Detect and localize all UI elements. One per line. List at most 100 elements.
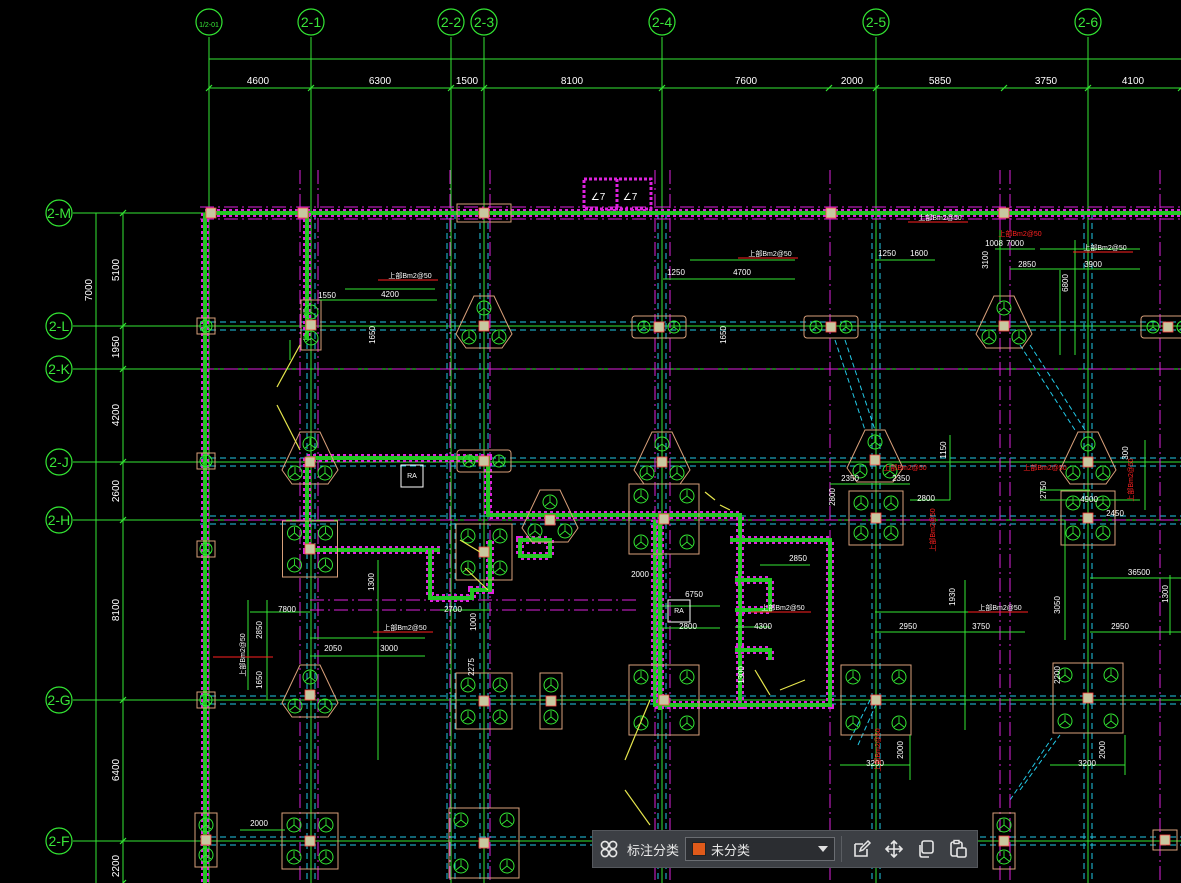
leader-line	[704, 491, 716, 501]
pile	[996, 849, 1012, 865]
axis-bubble	[45, 506, 73, 534]
category-select[interactable]: 未分类	[685, 837, 836, 861]
column-square	[304, 689, 316, 701]
left-dimension-text: 1950	[111, 335, 122, 358]
pile	[1011, 329, 1027, 345]
pile-cap-rect	[1140, 315, 1181, 339]
pile-mark	[200, 455, 212, 466]
pile-mark	[893, 671, 905, 682]
pile-cap-triangle	[521, 489, 579, 543]
copy-icon[interactable]	[910, 831, 942, 867]
pile-cap-square	[1060, 490, 1116, 546]
pile-cap-layer	[194, 203, 1181, 879]
inner-dimension-text: 3000	[380, 644, 398, 653]
pile-cap-triangle	[846, 429, 904, 483]
pile-mark	[998, 819, 1010, 830]
paste-icon[interactable]	[942, 831, 974, 867]
axis-bubble	[437, 8, 465, 36]
axis-label-2-M: 2-M	[47, 205, 71, 221]
inner-dimension-text: 2350	[841, 474, 859, 483]
red-annotation-text: 上部Bm2@50	[1023, 463, 1066, 472]
pile	[996, 300, 1012, 316]
edit-note-icon[interactable]	[846, 831, 878, 867]
dimension-tick	[119, 209, 127, 217]
beam-note-text: 上部Bm2@50	[383, 623, 426, 632]
axis-bubble	[45, 827, 73, 855]
dimension-tick	[119, 322, 127, 330]
pile	[542, 494, 558, 510]
wall-segment	[735, 648, 772, 660]
pile-mark	[893, 717, 905, 728]
pile-mark	[885, 527, 897, 538]
pile-mark	[494, 711, 506, 722]
pile-mark	[304, 671, 316, 682]
leader-line	[754, 669, 771, 696]
wall-segment	[735, 578, 772, 612]
left-dimension-text: 5100	[111, 258, 122, 281]
inner-dimension-text: 2050	[324, 644, 342, 653]
column-square	[297, 207, 309, 219]
pile	[1095, 465, 1111, 481]
diagonal-dash-line	[1019, 734, 1061, 791]
column-square	[870, 512, 882, 524]
pile-mark	[305, 306, 317, 317]
axis-bubble	[470, 8, 498, 36]
column-square	[1159, 834, 1171, 846]
axis-label-2-6: 2-6	[1078, 14, 1098, 30]
inner-dimension-text: 2450	[1106, 509, 1124, 518]
inner-dimension-text: 36500	[1128, 568, 1151, 577]
four-circles-icon[interactable]	[593, 831, 625, 867]
pile-mark	[320, 559, 331, 570]
pile-cap-square	[282, 520, 338, 578]
pile	[1095, 525, 1111, 541]
move-arrows-icon[interactable]	[878, 831, 910, 867]
leader-line	[459, 539, 481, 553]
dimension-tick	[119, 365, 127, 373]
pile-cap-square	[992, 812, 1016, 870]
pile	[853, 495, 869, 511]
axis-bubble	[45, 686, 73, 714]
axis-label-2-L: 2-L	[49, 318, 69, 334]
inner-dimension-text: 2800	[679, 622, 697, 631]
pile-mark	[462, 711, 474, 722]
column-square	[478, 455, 490, 467]
toolbar-divider	[841, 836, 843, 862]
inner-dimension-text: 1250	[878, 249, 896, 258]
category-color-swatch	[692, 842, 707, 856]
inner-dimension-text: 2200	[1053, 666, 1062, 684]
axis-bubble	[297, 8, 325, 36]
pile-mark	[493, 455, 505, 466]
left-dimension-text: 8100	[111, 598, 122, 621]
pile-cap-small	[196, 452, 216, 470]
dimension-tick	[119, 837, 127, 845]
column-square	[998, 320, 1010, 332]
axis-label-1-2-01: 1/2-01	[199, 22, 219, 29]
axis-bubble	[1074, 8, 1102, 36]
inner-dimension-text: 6800	[1061, 274, 1070, 292]
pile-mark	[855, 497, 867, 508]
inner-dimension-text: 4900	[1080, 495, 1098, 504]
pile	[302, 436, 318, 452]
pile-mark	[998, 851, 1010, 862]
pile	[198, 847, 214, 863]
pile	[492, 709, 508, 725]
pile-mark	[320, 527, 331, 538]
inner-dimension-text: 1150	[939, 441, 948, 459]
diagonal-dash-line	[1009, 737, 1053, 801]
pile	[460, 560, 476, 576]
pile	[543, 677, 559, 693]
dimension-tick	[1000, 84, 1008, 92]
inner-dimension-text: 7000	[1006, 239, 1024, 248]
pile	[633, 488, 649, 504]
pile-mark	[289, 700, 301, 711]
pile-mark	[462, 679, 474, 690]
diagonal-dash-line	[1029, 344, 1086, 431]
pile-mark	[1059, 715, 1071, 726]
roof-box-label: ∠7	[591, 192, 606, 203]
axis-label-2-2: 2-2	[441, 14, 461, 30]
elevator-tag-text: RA	[407, 473, 417, 480]
beam-note-text: 上部Bm2@50	[238, 633, 247, 676]
pile-mark	[288, 851, 300, 862]
dimension-tick	[872, 84, 880, 92]
